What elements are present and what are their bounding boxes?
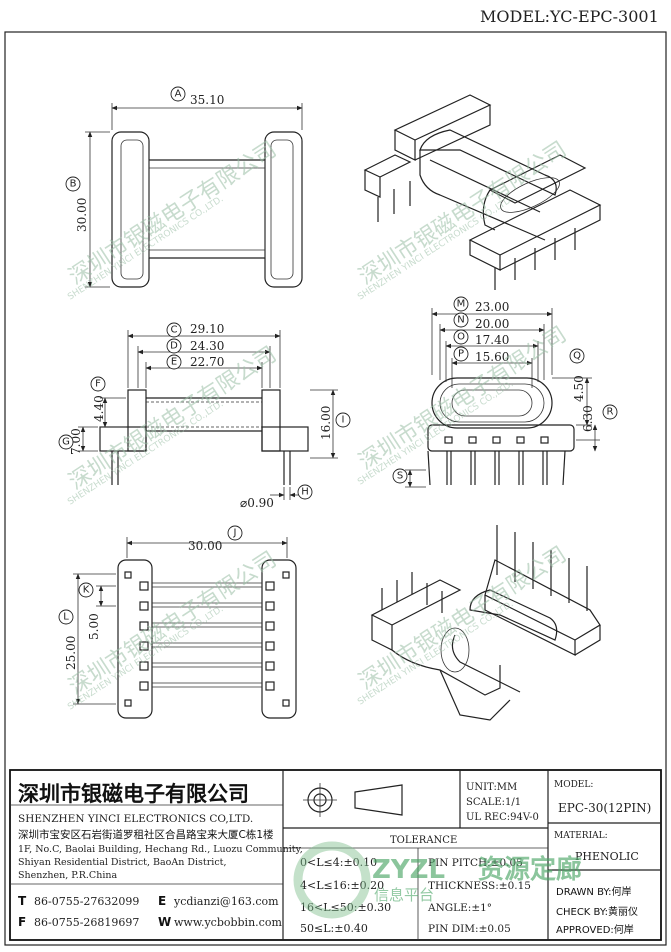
dim-k-label: K (83, 585, 90, 596)
dim-f-label: F (95, 379, 101, 390)
fax-value: 86-0755-26819697 (34, 916, 139, 929)
unit-text: UNIT:MM (466, 782, 517, 793)
dim-p-value: 15.60 (475, 350, 509, 364)
dim-e-label: E (171, 357, 177, 368)
address-en-1: 1F, No.C, Baolai Building, Hechang Rd., … (18, 844, 303, 855)
dim-h-label: H (301, 487, 309, 498)
dim-g-label: G (62, 437, 70, 448)
dim-c-value: 29.10 (190, 322, 224, 336)
tolerance-4: 50≤L:±0.40 (300, 922, 368, 935)
email-value: ycdianzi@163.com (173, 895, 279, 908)
company-name-cn: 深圳市银磁电子有限公司 (18, 782, 249, 806)
dim-h-value: ⌀0.90 (240, 496, 274, 510)
view-top-left: 35.10 A 30.00 B (65, 86, 303, 288)
thickness: THICKNESS:±0.15 (428, 880, 531, 892)
tel-key: T (18, 894, 27, 908)
dim-d-label: D (170, 341, 178, 352)
company-name-en: SHENZHEN YINCI ELECTRONICS CO,LTD. (18, 813, 253, 825)
dim-m-label: M (457, 299, 466, 310)
address-en-3: Shenzhen, P.R.China (18, 870, 117, 881)
dim-i-value: 16.00 (319, 406, 333, 440)
dim-l-value: 25.00 (64, 636, 78, 670)
dim-p-label: P (458, 349, 464, 360)
view-isometric-bottom (370, 525, 601, 721)
view-bottom-left: 30.00 J 5.00 K 25.00 L (58, 525, 297, 719)
view-front-left: 29.10 C 24.30 D 22.70 E 4.40 F 7.00 G ⌀0… (58, 322, 351, 510)
logo-zyzl: ZYZL (372, 855, 445, 885)
projection-symbol (303, 783, 403, 817)
dim-k-value: 5.00 (87, 613, 101, 640)
web-key: W (158, 915, 171, 929)
dim-c-label: C (171, 325, 178, 336)
zyzl-logo: ZYZL 资源定廊 信息平台 (293, 841, 582, 919)
check-by: CHECK BY:黄丽仪 (556, 905, 638, 918)
fax-key: F (18, 915, 26, 929)
view-side-right: 23.00 M 20.00 N 17.40 O 15.60 P 4.50 Q 6… (392, 296, 618, 488)
address-cn: 深圳市宝安区石岩街道罗租社区合昌路宝来大厦C栋1楼 (18, 828, 274, 841)
dim-o-value: 17.40 (475, 333, 509, 347)
dim-l-label: L (63, 612, 69, 623)
tolerance-1: 0<L≤4:±0.10 (300, 856, 377, 869)
address-en-2: Shiyan Residential District, BaoAn Distr… (18, 857, 226, 868)
watermark-cn-6: 深圳市银磁电子有限公司 (355, 542, 572, 695)
logo-cn-1: 资源定廊 (478, 854, 582, 885)
approved-by: APPROVED:何岸 (556, 923, 634, 936)
dim-o-label: O (457, 332, 465, 343)
dim-a-label: A (175, 89, 182, 100)
watermark-cn-4: 深圳市银磁电子有限公司 (355, 322, 572, 475)
dim-r-value: 6.30 (581, 405, 595, 432)
material-value: PHENOLIC (575, 850, 639, 863)
model-header: MODEL:YC-EPC-3001 (480, 7, 659, 26)
scale-text: SCALE:1/1 (466, 797, 521, 808)
dim-m-value: 23.00 (475, 300, 509, 314)
dim-e-value: 22.70 (190, 355, 224, 369)
tel-value: 86-0755-27632099 (34, 895, 139, 908)
web-value: www.ycbobbin.com (174, 916, 282, 929)
dim-j-value: 30.00 (188, 539, 222, 553)
material-label: MATERIAL: (554, 831, 608, 841)
dim-g-value: 7.00 (69, 428, 83, 455)
dim-q-label: Q (573, 351, 581, 362)
drawing-frame (4, 31, 667, 946)
watermark-en-6: SHENZHEN YINCI ELECTRONICS CO.,LTD. (356, 599, 515, 707)
tolerance-title: TOLERANCE (390, 835, 457, 846)
dim-n-value: 20.00 (475, 317, 509, 331)
tolerance-2: 4<L≤16:±0.20 (300, 879, 384, 892)
angle: ANGLE:±1° (427, 902, 492, 914)
dim-r-label: R (607, 407, 614, 418)
title-block: 深圳市银磁电子有限公司 SHENZHEN YINCI ELECTRONICS C… (9, 769, 662, 941)
pin-pitch: PIN PITCH:±0.05 (428, 857, 523, 869)
drawn-by: DRAWN BY:何岸 (556, 885, 632, 898)
model-value: EPC-30(12PIN) (558, 801, 651, 815)
pin-dim: PIN DIM:±0.05 (428, 923, 511, 935)
email-key: E (158, 894, 166, 908)
dim-b-label: B (70, 179, 77, 190)
logo-cn-2: 信息平台 (374, 886, 434, 904)
dim-i-label: I (342, 415, 345, 426)
dim-j-label: J (233, 528, 237, 539)
watermark-cn-2: 深圳市银磁电子有限公司 (355, 137, 572, 290)
ul-rec-text: UL REC:94V-0 (466, 812, 539, 823)
watermark-en-4: SHENZHEN YINCI ELECTRONICS CO.,LTD. (356, 379, 515, 487)
dim-d-value: 24.30 (190, 339, 224, 353)
tolerance-3: 16<L≤50:±0.30 (300, 901, 391, 914)
dim-q-value: 4.50 (572, 375, 586, 402)
dim-s-label: S (397, 471, 403, 482)
dim-a-value: 35.10 (190, 93, 224, 107)
watermark-en-2: SHENZHEN YINCI ELECTRONICS CO.,LTD. (356, 194, 515, 302)
dim-f-value: 4.40 (92, 395, 106, 422)
dim-n-label: N (457, 315, 464, 326)
model-label: MODEL: (554, 780, 593, 790)
dim-b-value: 30.00 (75, 198, 89, 232)
view-isometric-top (363, 94, 602, 290)
